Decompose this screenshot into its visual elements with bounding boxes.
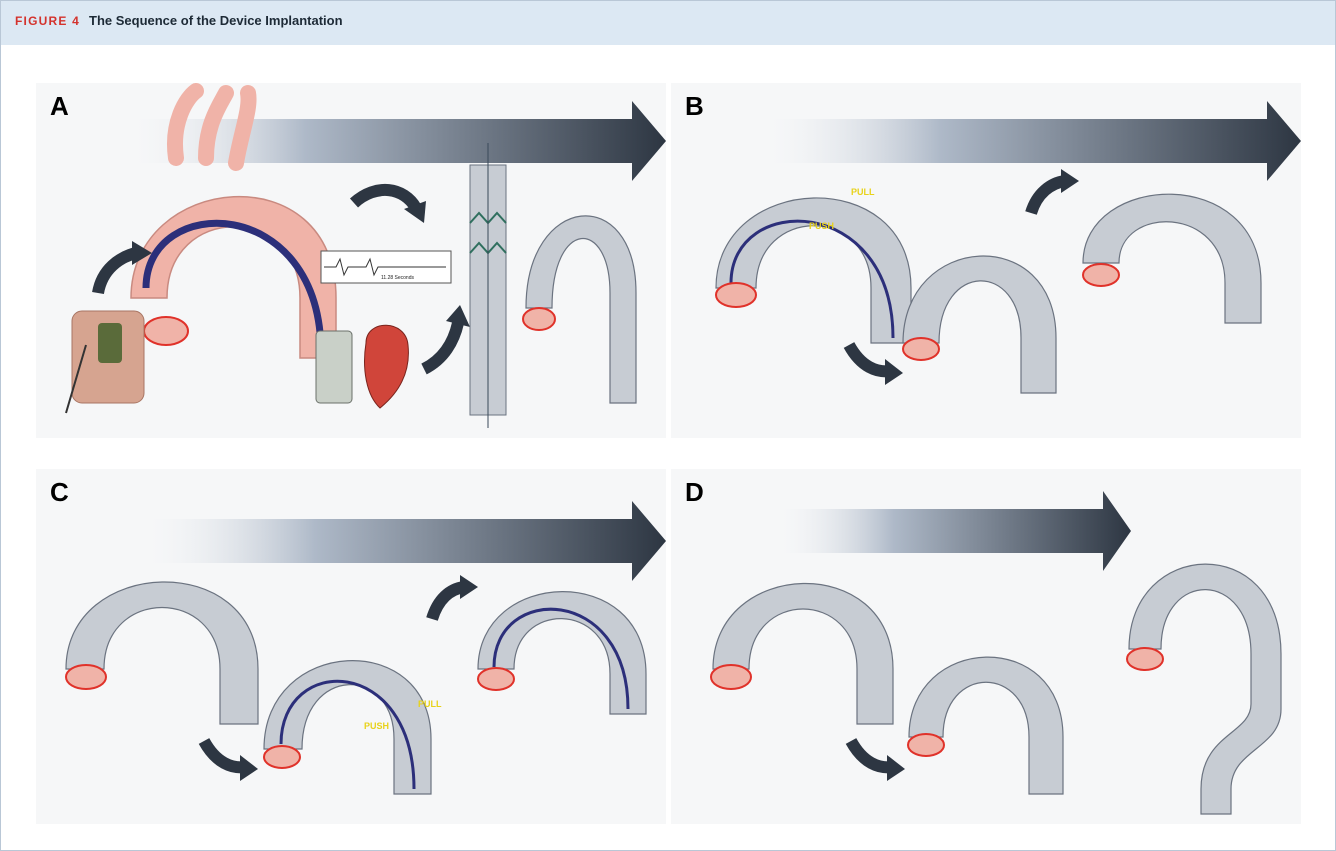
panel-c-push-label: PUSH bbox=[364, 721, 389, 731]
panel-letter-b: B bbox=[685, 91, 704, 122]
panel-letter-d: D bbox=[685, 477, 704, 508]
panel-c-pull-label: PULL bbox=[418, 699, 442, 709]
panel-c: C PULL PUSH bbox=[36, 469, 666, 824]
panel-a: A bbox=[36, 83, 666, 438]
figure-label: FIGURE 4 bbox=[15, 14, 80, 28]
panel-letter-c: C bbox=[50, 477, 69, 508]
panel-a-pacing-monitor: 11.28 Seconds bbox=[321, 251, 451, 283]
panel-letter-a: A bbox=[50, 91, 69, 122]
panel-b-push-label: PUSH bbox=[809, 221, 834, 231]
panel-d-illustration bbox=[671, 469, 1301, 824]
figure-title: The Sequence of the Device Implantation bbox=[89, 13, 343, 28]
panel-d: D bbox=[671, 469, 1301, 824]
panel-b-pull-label: PULL bbox=[851, 187, 875, 197]
panel-a-stent-graft-device bbox=[470, 143, 506, 428]
figure-header: FIGURE 4 The Sequence of the Device Impl… bbox=[1, 1, 1335, 45]
panel-b-illustration: PULL PUSH bbox=[671, 83, 1301, 438]
panel-a-monitor-text: 11.28 Seconds bbox=[381, 275, 414, 281]
panel-a-illustration: 11.28 Seconds bbox=[36, 83, 666, 438]
panel-b: B PULL PUSH bbox=[671, 83, 1301, 438]
panel-c-illustration: PULL PUSH bbox=[36, 469, 666, 824]
panel-a-access-site bbox=[66, 311, 144, 413]
